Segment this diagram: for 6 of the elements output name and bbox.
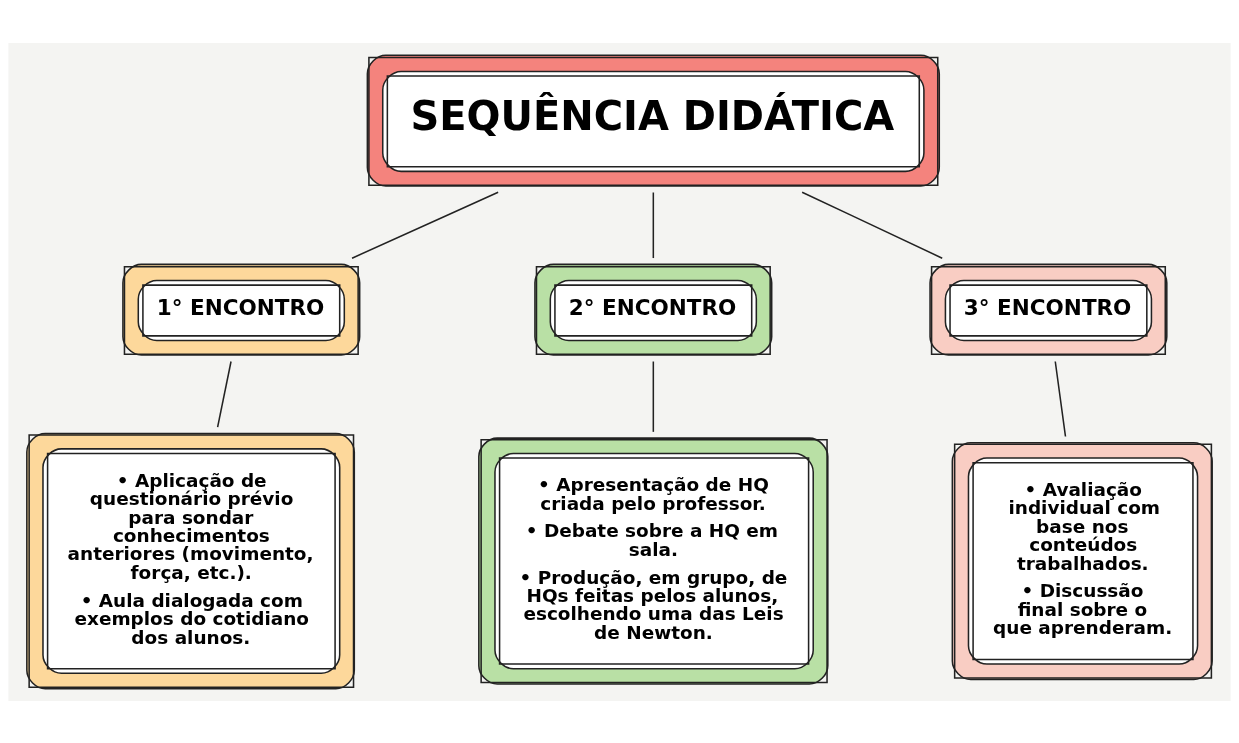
connector	[652, 191, 655, 259]
connector	[652, 360, 655, 433]
connector	[801, 190, 943, 259]
connector	[216, 360, 232, 428]
connector	[1054, 360, 1067, 437]
connector	[351, 190, 499, 259]
